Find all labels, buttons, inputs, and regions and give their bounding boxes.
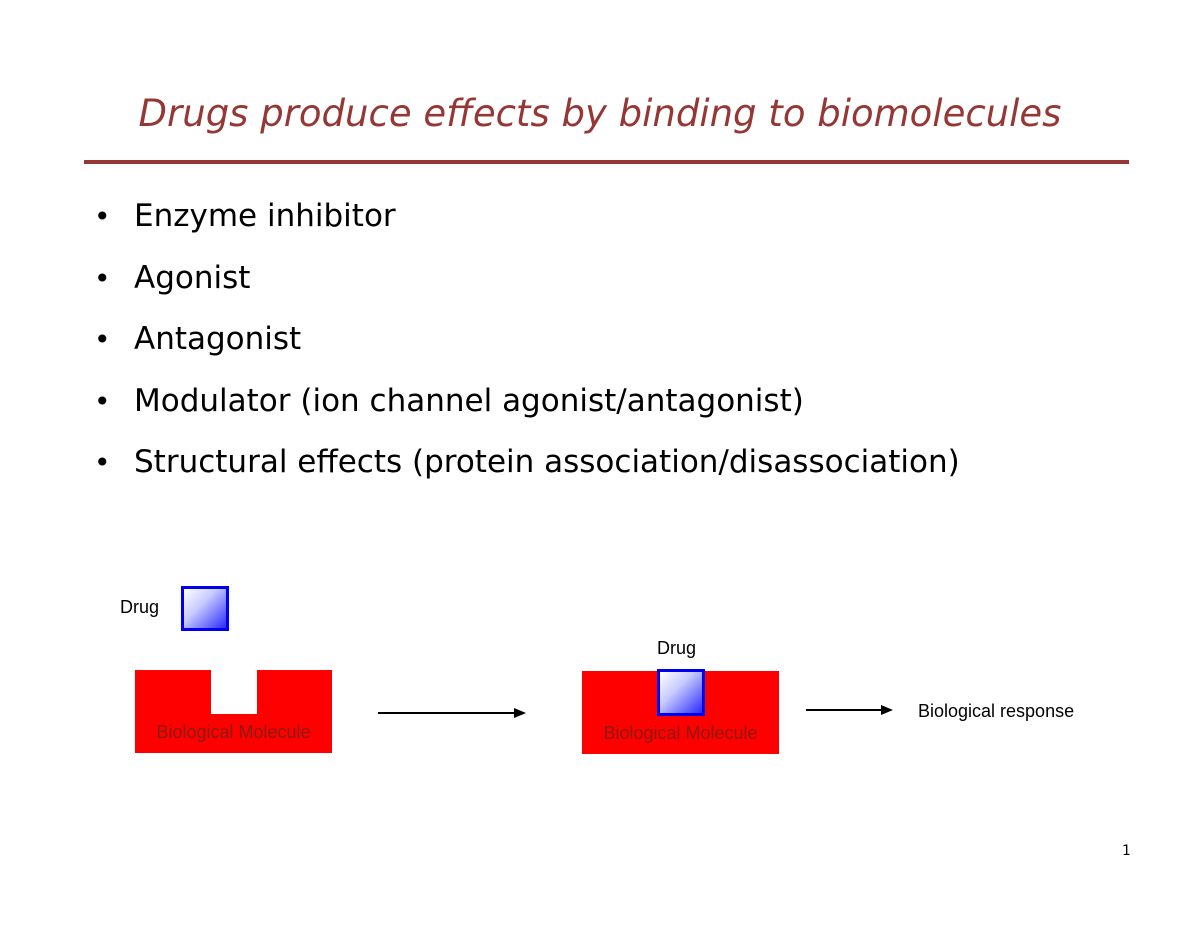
bullet-text: Enzyme inhibitor <box>134 198 396 234</box>
bullet-dot: • <box>94 446 111 479</box>
drug-label-left: Drug <box>120 597 160 617</box>
bullet-dot: • <box>94 384 111 418</box>
bullet-text: Modulator (ion channel agonist/antagonis… <box>134 382 804 419</box>
bullet-item: • Agonist <box>94 260 960 322</box>
title-underline <box>84 160 1129 164</box>
bullet-text: Agonist <box>134 259 251 296</box>
drug-square-bound <box>657 669 705 716</box>
bullet-dot: • <box>94 323 111 356</box>
bullet-item: • Structural effects (protein association… <box>94 444 960 506</box>
biological-molecule-bound: Biological Molecule <box>582 669 779 754</box>
bullet-text: Antagonist <box>134 321 302 357</box>
arrow-response <box>806 705 893 715</box>
slide-title: Drugs produce effects by binding to biom… <box>138 92 1062 135</box>
arrow-binding <box>378 708 526 718</box>
biological-response-label: Biological response <box>918 701 1075 721</box>
drug-label-middle: Drug <box>657 638 697 658</box>
bullet-item: • Antagonist <box>94 321 960 383</box>
bullet-dot: • <box>94 261 111 295</box>
bullet-dot: • <box>94 200 111 233</box>
biological-molecule-unbound: Biological Molecule <box>135 670 332 753</box>
molecule-label-left: Biological Molecule <box>156 722 311 742</box>
bullet-list: • Enzyme inhibitor • Agonist • Antagonist •… <box>94 198 960 506</box>
binding-site-notch <box>211 670 257 714</box>
bullet-text: Structural effects (protein association/… <box>134 444 960 480</box>
page-number: 1 <box>1122 843 1131 859</box>
bullet-item: • Modulator (ion channel agonist/antagoni… <box>94 383 960 445</box>
bullet-item: • Enzyme inhibitor <box>94 198 960 260</box>
molecule-label-middle: Biological Molecule <box>603 723 758 743</box>
drug-square-left <box>181 586 229 631</box>
